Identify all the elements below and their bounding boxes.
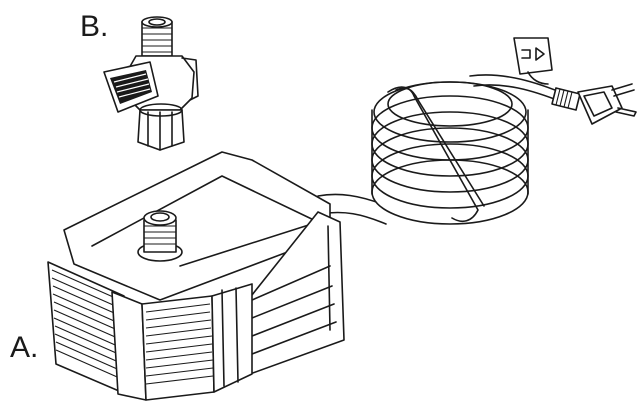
power-cord	[317, 37, 637, 225]
label-valve: B.	[80, 10, 109, 43]
pump-body	[47, 151, 345, 401]
label-pump: A.	[10, 331, 39, 364]
flow-valve	[103, 16, 199, 151]
